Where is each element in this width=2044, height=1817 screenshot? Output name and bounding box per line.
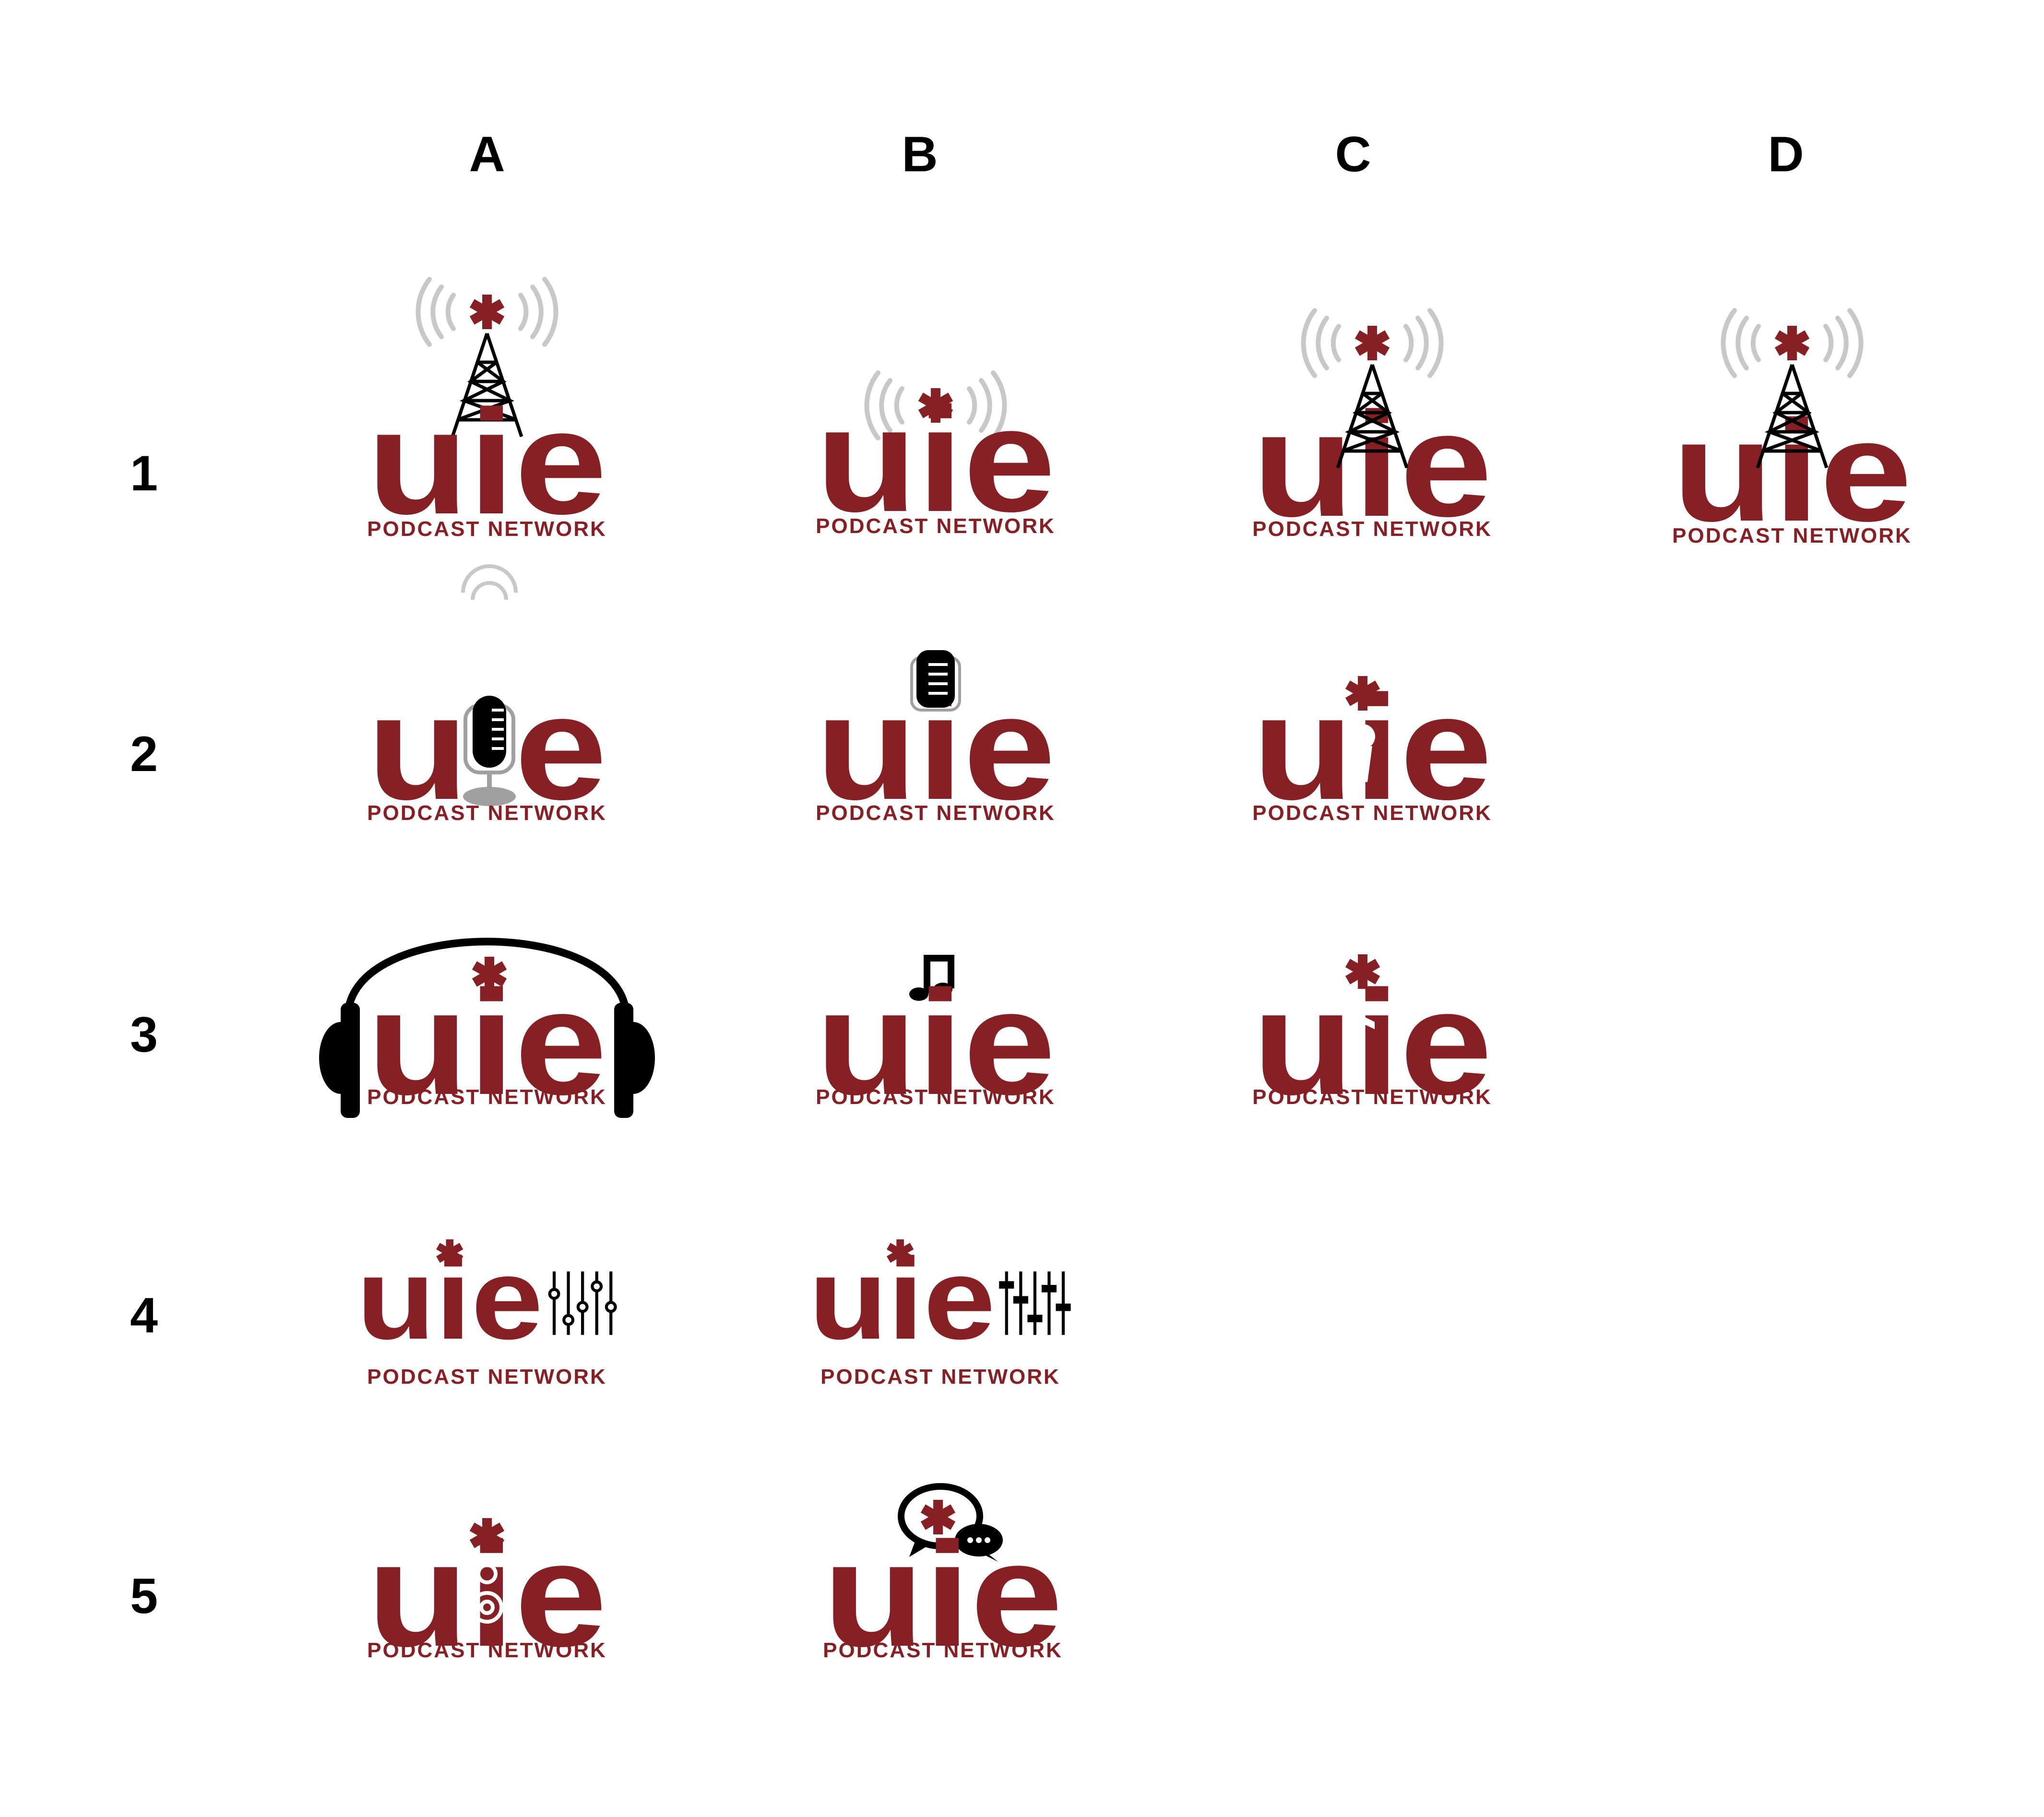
logo-a2: uie [367, 564, 607, 831]
logo-b1: uie [816, 269, 1056, 543]
tagline-a2: PODCAST NETWORK [367, 801, 607, 825]
logo-a3: uie [319, 938, 655, 1126]
mixer-sliders-icon [1000, 1271, 1069, 1335]
logo-a1: uie [367, 269, 607, 545]
logo-c2: uie [1252, 664, 1492, 831]
asterisk-icon [1355, 326, 1390, 360]
column-header-c: C [1335, 127, 1371, 182]
wordmark: uie [809, 1235, 996, 1364]
tagline-a4: PODCAST NETWORK [367, 1365, 607, 1389]
row-header-4: 4 [130, 1288, 158, 1343]
tagline-a3: PODCAST NETWORK [367, 1085, 607, 1109]
row-header-3: 3 [130, 1007, 158, 1063]
tagline-d1: PODCAST NETWORK [1672, 524, 1912, 547]
logo-c3: uie [1252, 954, 1492, 1126]
tagline-a5: PODCAST NETWORK [367, 1639, 607, 1662]
tagline-b2: PODCAST NETWORK [816, 801, 1056, 825]
logo-b2: uie [816, 638, 1056, 831]
wordmark: uie [367, 379, 607, 545]
wordmark: uie [816, 959, 1056, 1126]
asterisk-icon [469, 295, 505, 329]
row-header-1: 1 [130, 446, 158, 501]
logo-a4: uie [357, 1235, 655, 1364]
column-header-b: B [902, 127, 938, 182]
wordmark: uie [1252, 959, 1492, 1126]
tagline-c1: PODCAST NETWORK [1252, 517, 1492, 541]
microphone-icon [461, 564, 518, 806]
tagline-b4: PODCAST NETWORK [820, 1365, 1060, 1389]
chat-bubbles-icon [898, 1483, 1003, 1562]
wordmark: uie [357, 1235, 543, 1364]
tagline-b5: PODCAST NETWORK [823, 1639, 1063, 1662]
column-header-d: D [1768, 127, 1804, 182]
tagline-c2: PODCAST NETWORK [1252, 801, 1492, 825]
logo-b3: uie [816, 955, 1056, 1126]
speaker-icon [471, 1563, 503, 1624]
wordmark: uie [1252, 381, 1492, 547]
column-header-a: A [469, 127, 505, 182]
mixer-sliders-icon [550, 1271, 616, 1335]
wordmark: uie [1672, 390, 1912, 551]
logo-d1: uie [1672, 269, 1912, 551]
row-header-5: 5 [130, 1568, 158, 1624]
handheld-microphone-icon [1350, 724, 1375, 782]
tagline-b1: PODCAST NETWORK [816, 514, 1056, 538]
logo-b5: uie [823, 1483, 1063, 1677]
logo-b4: uie [809, 1235, 1104, 1364]
tagline-a1: PODCAST NETWORK [367, 517, 607, 541]
wordmark: uie [816, 376, 1056, 543]
tagline-c3: PODCAST NETWORK [1252, 1085, 1492, 1109]
microphone-icon [910, 650, 961, 712]
row-header-2: 2 [130, 726, 158, 782]
headphones-icon [319, 938, 655, 1118]
wordmark: uie [823, 1511, 1063, 1677]
wordmark: uie [367, 959, 607, 1126]
tagline-b3: PODCAST NETWORK [816, 1085, 1056, 1109]
asterisk-icon [1774, 326, 1810, 360]
logo-a5: uie [367, 1511, 607, 1677]
logo-c1: uie [1252, 269, 1492, 547]
music-note-icon [1342, 1012, 1375, 1057]
